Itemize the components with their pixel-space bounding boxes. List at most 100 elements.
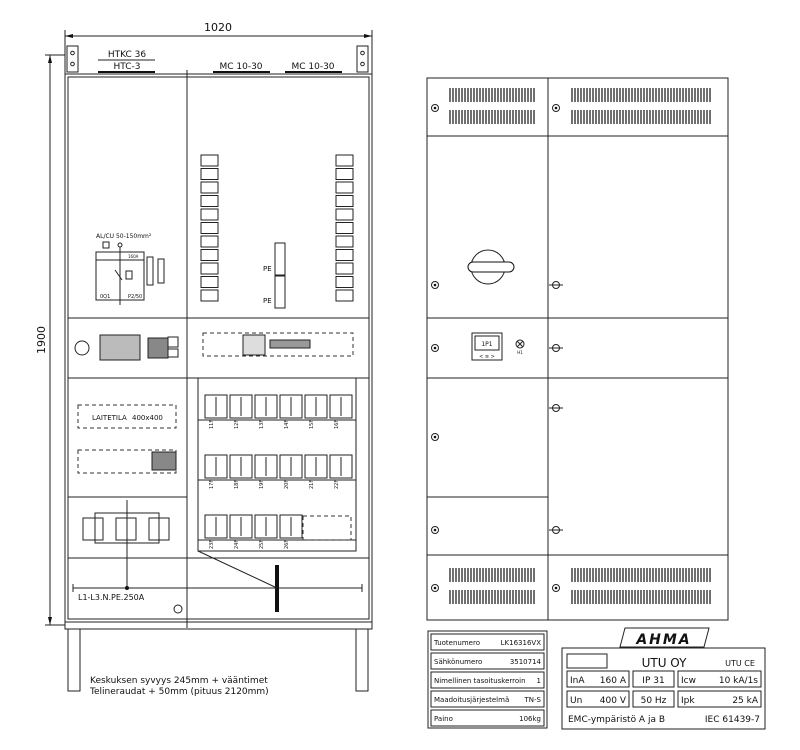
door-lock-icon[interactable]: [552, 584, 560, 592]
terminal-block: [200, 208, 219, 221]
rating-cell: InA 160 A: [566, 670, 630, 688]
breaker: 25F: [254, 514, 278, 549]
rating-value: 50 Hz: [641, 696, 667, 706]
breaker-label: 14F: [284, 420, 290, 429]
rail-note: Telineraudat + 50mm (pituus 2120mm): [89, 687, 269, 697]
depth-note: Keskuksen syvyys 245mm + vääntimet: [90, 676, 268, 686]
breaker-label: 18F: [234, 480, 240, 489]
spec-label: Tuotenumero: [433, 639, 480, 647]
door-lock-icon[interactable]: [431, 104, 439, 112]
rating-cell: IP 31: [632, 670, 675, 688]
indicator-lamp: H1: [515, 339, 525, 355]
door-lock-icon[interactable]: [431, 526, 439, 534]
breaker: 20F: [279, 454, 303, 489]
spec-label: Sähkönumero: [434, 658, 482, 666]
rating-value: 25 kA: [732, 696, 759, 706]
height-label: 1900: [35, 326, 48, 354]
breaker-label: 21F: [309, 480, 315, 489]
rating-value: 10 kA/1s: [719, 676, 758, 686]
breaker-label: 12F: [234, 420, 240, 429]
terminal-block: [335, 276, 354, 288]
door-latch-icon[interactable]: [549, 281, 563, 289]
main-switch-handle[interactable]: [467, 249, 515, 285]
svg-text:1P1: 1P1: [481, 341, 492, 348]
terminal-block: [200, 289, 219, 302]
vent-grille: [571, 590, 711, 604]
rating-value: 160 A: [600, 676, 627, 686]
breaker: 15F: [304, 394, 328, 429]
breaker: 24F: [229, 514, 253, 549]
breaker: 19F: [254, 454, 278, 489]
spec-value: TN-S: [524, 696, 542, 704]
door-latch-icon[interactable]: [549, 344, 563, 352]
door-latch-icon[interactable]: [549, 526, 563, 534]
door-lock-icon[interactable]: [552, 104, 560, 112]
terminal-block: [335, 154, 354, 167]
breaker: 11F: [204, 394, 228, 429]
terminal-block: [335, 222, 354, 234]
spec-value: 1: [537, 677, 541, 685]
device-space-size: 400x400: [132, 414, 163, 422]
vent-grille: [571, 568, 711, 582]
terminal-block: [200, 168, 219, 180]
terminal-block: [200, 181, 219, 194]
width-label: 1020: [204, 21, 232, 34]
maker-name: UTU OY: [642, 656, 688, 670]
door-lock-icon[interactable]: [431, 344, 439, 352]
front-view: HTKC 36 HTC-3 MC 10-30 MC 10-30 AL/CU 50…: [64, 45, 373, 697]
door-lock-icon[interactable]: [431, 281, 439, 289]
rating-value: 400 V: [600, 696, 627, 706]
terminal-block: [335, 289, 354, 302]
terminal-block: [200, 235, 219, 248]
brand-logo: AHMA: [635, 632, 691, 648]
spec-row: Sähkönumero 3510714: [430, 652, 545, 670]
rating-label: Icw: [681, 676, 696, 686]
breaker-label: 24F: [234, 540, 240, 549]
breaker-label: 23F: [209, 540, 215, 549]
door-lock-icon[interactable]: [431, 433, 439, 441]
breaker-label: 17F: [209, 480, 215, 489]
terminal-block: [200, 249, 219, 261]
certification-marks: UTU CE: [725, 659, 755, 668]
vent-grille: [449, 88, 535, 102]
vent-grille: [449, 110, 535, 124]
rating-cell: Icw 10 kA/1s: [677, 670, 762, 688]
rating-label: Ipk: [681, 696, 695, 706]
svg-text:AL/CU 50-150mm²: AL/CU 50-150mm²: [96, 233, 152, 240]
spec-row: Nimellinen tasoituskerroin 1: [430, 671, 545, 689]
breaker-label: 25F: [259, 540, 265, 549]
terminal-block: [335, 181, 354, 194]
spec-label: Nimellinen tasoituskerroin: [434, 677, 526, 685]
breaker-label: 20F: [284, 480, 290, 489]
door-locks[interactable]: [431, 104, 564, 592]
door-lock-icon[interactable]: [431, 584, 439, 592]
mc-right-label: MC 10-30: [291, 62, 334, 72]
busbar-label: L1-L3.N.PE.250A: [78, 593, 145, 602]
width-dimension: 1020: [64, 21, 373, 75]
breaker: 23F: [204, 514, 228, 549]
htkc-label: HTKC 36: [108, 50, 147, 60]
nameplate: AHMA UTU OY UTU CE InA 160 A IP 31 Icw 10 kA…: [561, 627, 766, 730]
incomer-switch: AL/CU 50-150mm² 160A 0Q1 P2/50: [95, 233, 165, 305]
spec-value: 3510714: [510, 658, 542, 666]
terminal-block: [335, 262, 354, 275]
terminal-block: [200, 276, 219, 288]
ventilation-grilles: [449, 88, 711, 604]
terminal-block: [200, 262, 219, 275]
breaker: 17F: [204, 454, 228, 489]
terminal-strips: [200, 154, 354, 302]
display-meter: 1P1 < ≡ >: [471, 332, 503, 361]
svg-text:0Q1: 0Q1: [100, 294, 110, 300]
rating-label: InA: [570, 676, 585, 686]
emc-label: EMC-ympäristö A ja B: [568, 715, 665, 725]
door-latch-icon[interactable]: [549, 404, 563, 412]
vent-grille: [449, 568, 535, 582]
svg-text:P2/50: P2/50: [128, 294, 142, 300]
standard-label: IEC 61439-7: [705, 715, 760, 725]
htc-label: HTC-3: [114, 62, 141, 72]
